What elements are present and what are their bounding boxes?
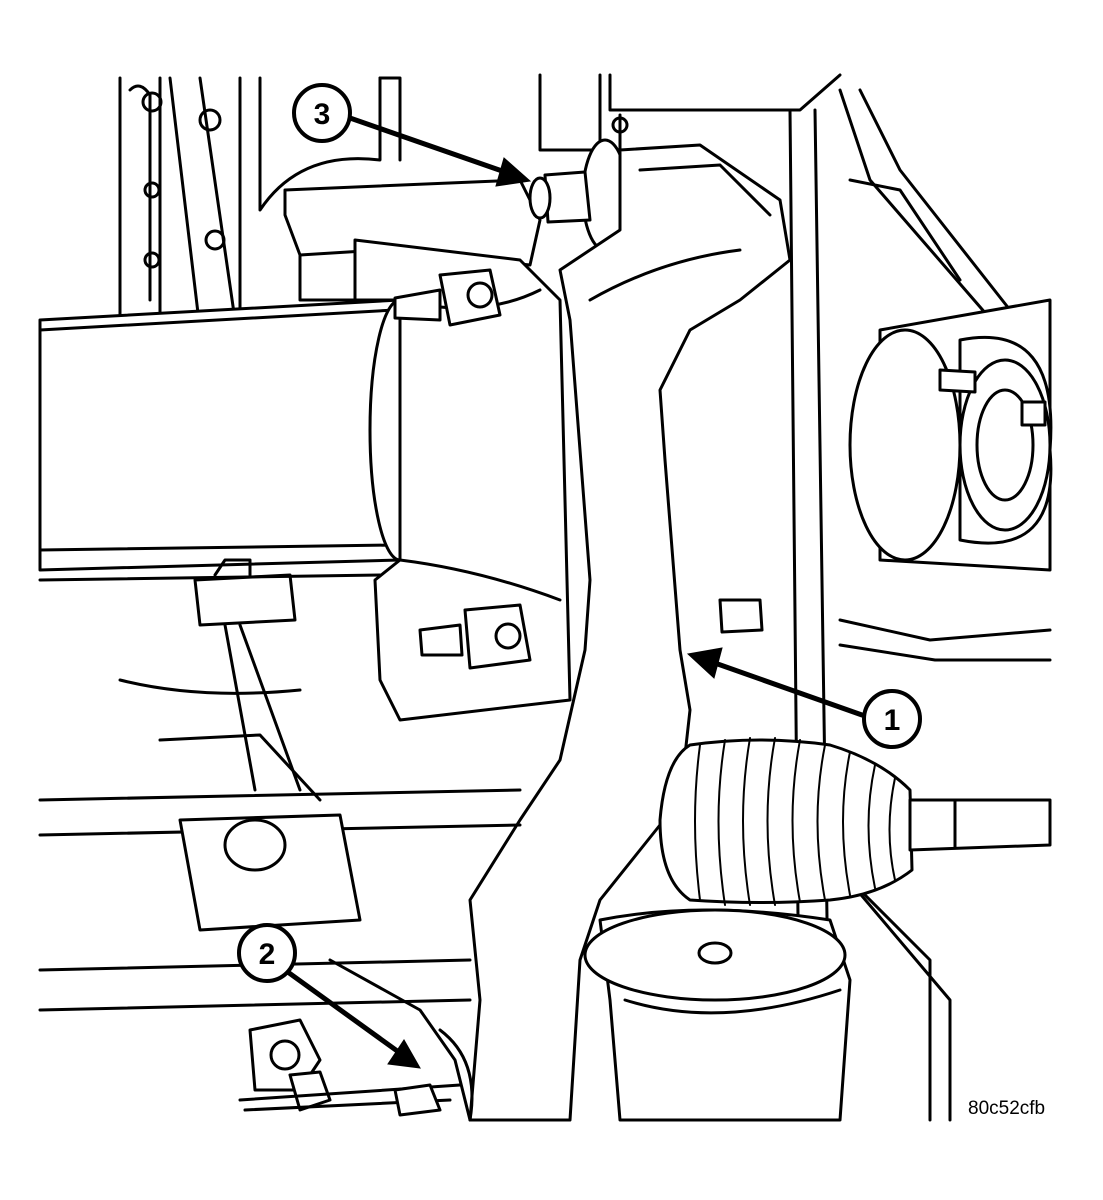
horizontal-shaft	[38, 298, 432, 582]
figure-code: 80c52cfb	[968, 1098, 1046, 1119]
steering-rack-boot	[658, 737, 1052, 906]
callout-1-label: 1	[884, 704, 901, 737]
callout-1: 1	[686, 647, 922, 749]
callout-2: 2	[237, 923, 421, 1069]
callout-3: 3	[292, 83, 532, 187]
crossmember	[468, 143, 792, 1122]
left-frame-structure	[118, 76, 402, 332]
steering-housing	[838, 298, 1053, 662]
lower-structure	[38, 558, 522, 1012]
callout-3-label: 3	[314, 98, 331, 131]
callout-2-label: 2	[259, 938, 276, 971]
lower-mount	[583, 908, 852, 1122]
clamp-bracket	[353, 238, 572, 722]
lower-bolt-assembly	[238, 958, 474, 1122]
